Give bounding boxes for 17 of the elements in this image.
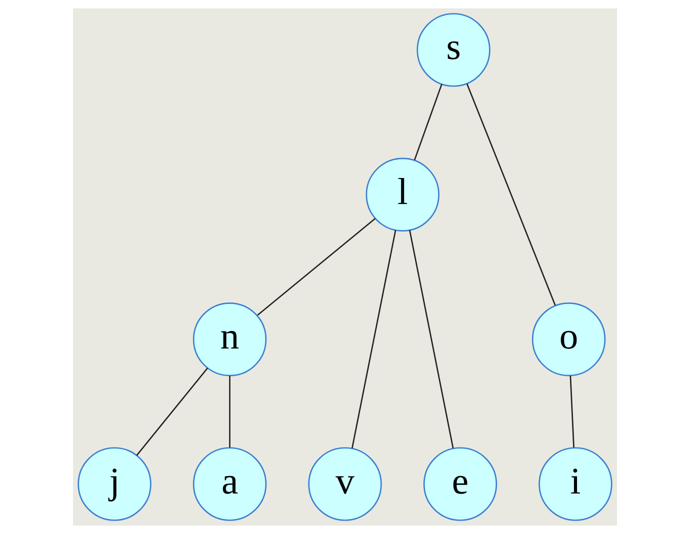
node-circle: j: [78, 447, 152, 521]
node-circle: a: [192, 447, 267, 521]
node-circle: n: [192, 302, 267, 376]
connector: [229, 376, 230, 448]
connector: [414, 84, 442, 160]
connector: [466, 83, 556, 306]
node-circle: e: [423, 447, 498, 521]
connector: [257, 218, 376, 316]
node-circle: o: [532, 302, 606, 376]
connector: [409, 230, 454, 448]
connector: [136, 368, 208, 456]
connector: [570, 376, 574, 448]
node-circle: i: [538, 447, 612, 521]
node-circle: l: [366, 158, 440, 232]
connector: [351, 230, 396, 448]
node-circle: v: [308, 447, 382, 521]
node-circle: s: [416, 13, 490, 87]
